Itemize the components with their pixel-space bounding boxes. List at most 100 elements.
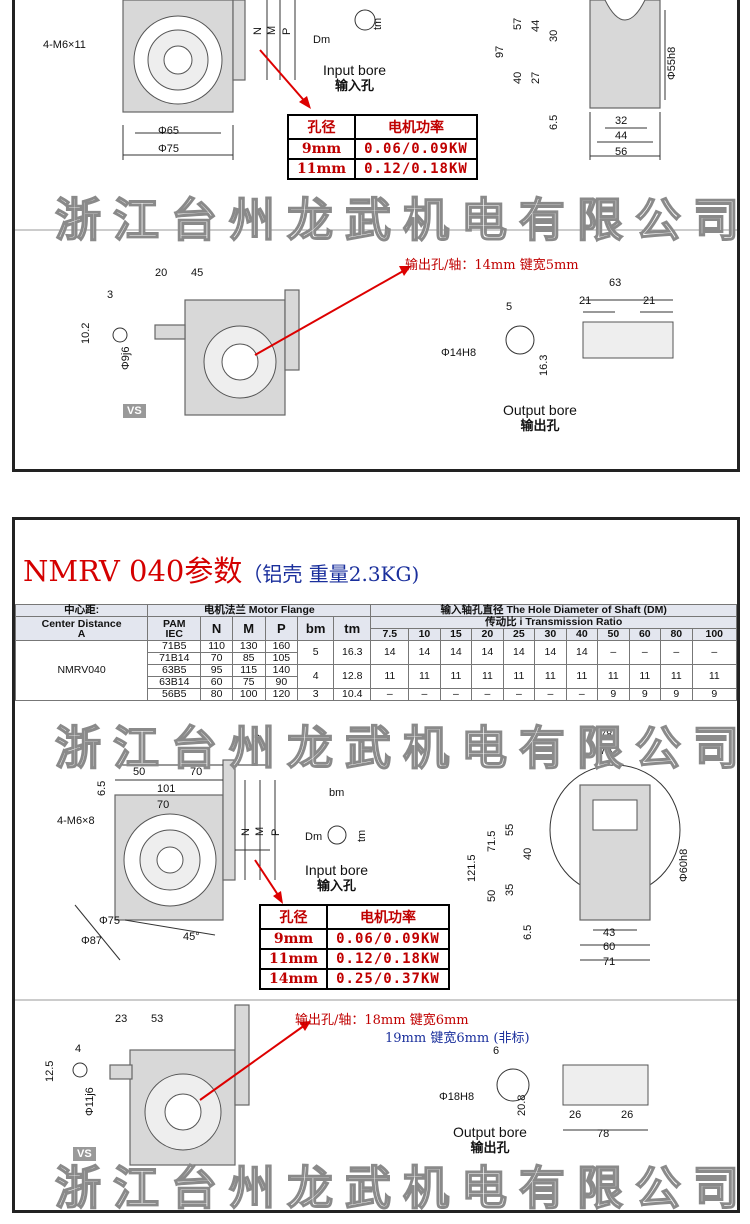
dim-73: 73 [600,745,613,757]
dim-thread: 4-M6×11 [43,39,86,51]
dim-121-5: 121.5 [466,854,478,882]
output-bore-cn: 输出孔 [520,418,560,433]
dim-45deg: 45° [183,931,200,943]
power-bore: 11mm [286,158,357,180]
output-bore-label-bottom: Output bore 输出孔 [453,1124,527,1156]
pam: PAM [162,617,186,630]
dim-53: 53 [151,1013,164,1025]
flange-cell: 56B5 [147,688,202,701]
flange-cell: 71B14 [147,652,202,665]
ratio-cell: 100 [691,628,738,641]
output-bore-label-top: Output bore 输出孔 [503,402,577,434]
hdr-tm: tm [333,616,372,641]
dim-10-2: 10.2 [80,322,92,344]
flange-cell: 80 [200,688,233,701]
drawing-panel-top: 4-M6×11 N M P Dm tm Input bore 输入孔 Φ65 Φ… [12,0,740,472]
dm-cell: 11 [439,664,473,689]
dm-cell: 14 [565,640,599,665]
dm-cell: – [370,688,410,701]
dim-101: 101 [157,783,176,795]
dim-n-b: N [240,828,252,836]
hdr-p: P [264,616,299,641]
spec-table: 中心距: 电机法兰 Motor Flange 输入轴孔直径 The Hole D… [14,604,738,701]
dim-78: 78 [600,729,613,741]
flange-cell: 60 [200,676,233,689]
hdr-m: M [231,616,266,641]
dim-20: 20 [155,267,168,279]
hdr-pam: PAM IEC [147,616,202,641]
dim-p-b: P [270,828,282,836]
hdr-bm: bm [297,616,335,641]
dim-tm: tm [372,17,384,30]
dim-thread-b: 4-M6×8 [57,815,95,827]
vs-badge-bottom: VS [73,1147,96,1161]
dim-14h8: Φ14H8 [441,347,477,359]
dim-26a: 26 [569,1109,582,1121]
dim-16-3: 16.3 [538,354,550,376]
dim-p: P [281,27,293,35]
dm-cell: – [502,688,536,701]
dm-cell: 14 [534,640,567,665]
input-bore-cn: 输入孔 [317,878,357,893]
power-kw: 0.12/0.18KW [326,948,450,970]
hdr-center: 中心距: [14,604,149,617]
dm-cell: 14 [471,640,504,665]
title-model: NMRV 040参数 [23,554,243,588]
flange-cell: 140 [264,664,299,677]
dim-44: 44 [530,19,542,32]
hdr-motor-flange: 电机法兰 Motor Flange [147,604,372,617]
dim-55: 55 [504,823,516,836]
dim-d87: Φ87 [81,935,103,947]
ratio-cell: 20 [471,628,504,641]
tm-cell: 16.3 [333,640,372,665]
output-bore-en: Output bore [453,1124,527,1140]
ratio-cell: 7.5 [370,628,410,641]
top-drawing-lines [15,0,737,416]
dm-cell: 11 [660,664,693,689]
dim-78b: 78 [597,1128,610,1140]
power-header-kw: 电机功率 [326,904,450,930]
ratio-cell: 50 [597,628,630,641]
power-bore: 9mm [258,928,329,950]
ratio-cell: 40 [565,628,599,641]
dm-cell: – [534,688,567,701]
dm-cell: – [439,688,473,701]
dm-cell: 9 [597,688,630,701]
dim-6-5: 6.5 [548,114,560,130]
hdr-n: N [200,616,233,641]
dim-56: 56 [615,146,628,158]
output-bore-en: Output bore [503,402,577,418]
tm-cell: 10.4 [333,688,372,701]
drawing-panel-bottom: NMRV 040参数（铝壳 重量2.3KG) 中心距: 电机法兰 Motor F… [12,517,740,1216]
flange-cell: 95 [200,664,233,677]
dm-cell: 11 [471,664,504,689]
dim-44b: 44 [615,130,628,142]
dim-45: 45 [191,267,204,279]
input-bore-cn: 输入孔 [335,78,375,93]
output-note-top: 输出孔/轴：14mm 键宽5mm [405,258,579,273]
dim-71: 71 [603,956,616,968]
flange-cell: 90 [264,676,299,689]
dm-cell: – [408,688,441,701]
dm-cell: 9 [660,688,693,701]
dim-12-5: 12.5 [44,1060,56,1082]
power-kw: 0.25/0.37KW [326,968,450,990]
dim-70: 70 [190,766,203,778]
power-header-kw: 电机功率 [354,114,478,140]
bm-cell: 4 [297,664,335,689]
dim-97: 97 [494,45,506,58]
dim-21a: 21 [579,295,592,307]
ratio-cell: 30 [534,628,567,641]
dim-27: 27 [530,71,542,84]
dim-6: 6 [493,1045,500,1057]
dim-18h8: Φ18H8 [439,1091,475,1103]
dm-cell: 11 [370,664,410,689]
watermark-top: 浙江台州龙武机电有限公司 [54,192,750,248]
power-kw: 0.06/0.09KW [354,138,478,160]
dim-23: 23 [115,1013,128,1025]
power-bore: 9mm [286,138,357,160]
dim-26b: 26 [621,1109,634,1121]
